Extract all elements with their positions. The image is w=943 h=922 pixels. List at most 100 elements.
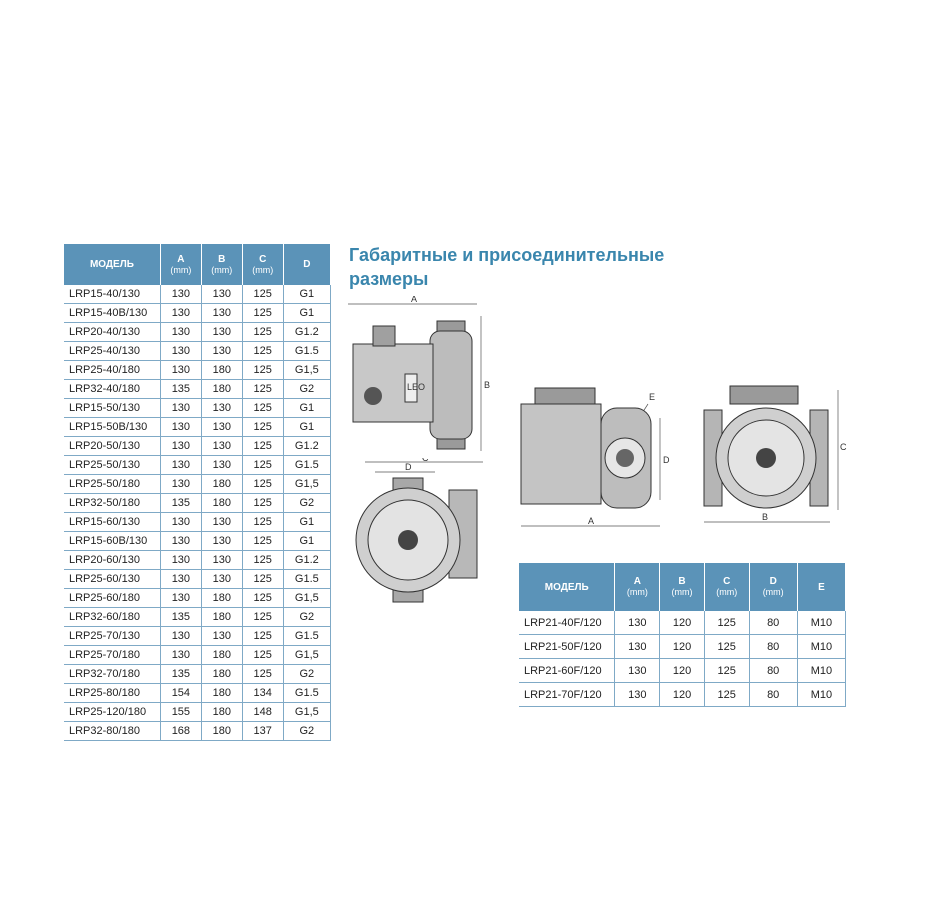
value-cell: 130 xyxy=(201,303,243,323)
value-cell: 130 xyxy=(201,322,243,342)
value-cell: G1.5 xyxy=(283,569,332,589)
value-cell: 180 xyxy=(201,379,243,399)
value-cell: 125 xyxy=(242,455,284,475)
column-header: D(mm) xyxy=(749,563,798,611)
column-header: МОДЕЛЬ xyxy=(519,563,616,611)
value-cell: G1.2 xyxy=(283,322,332,342)
value-cell: 130 xyxy=(160,512,202,532)
column-header-unit: (mm) xyxy=(762,587,784,597)
value-cell: 125 xyxy=(242,341,284,361)
value-cell: 120 xyxy=(659,658,705,683)
value-cell: G1 xyxy=(283,398,332,418)
value-cell: 120 xyxy=(659,634,705,659)
model-cell: LRP15-40/130 xyxy=(64,285,161,304)
value-cell: 135 xyxy=(160,607,202,627)
value-cell: 130 xyxy=(160,474,202,494)
value-cell: G1.5 xyxy=(283,341,332,361)
value-cell: G1 xyxy=(283,512,332,532)
value-cell: 125 xyxy=(704,634,750,659)
dimension-label-e: E xyxy=(649,392,655,402)
model-cell: LRP25-50/130 xyxy=(64,455,161,475)
model-cell: LRP25-80/180 xyxy=(64,683,161,703)
page-title: Габаритные и присоединительные размеры xyxy=(349,245,665,289)
value-cell: 125 xyxy=(242,360,284,380)
dimension-label-b: B xyxy=(484,380,490,390)
model-cell: LRP15-50B/130 xyxy=(64,417,161,437)
value-cell: 154 xyxy=(160,683,202,703)
value-cell: 130 xyxy=(201,398,243,418)
value-cell: 125 xyxy=(704,682,750,707)
value-cell: 130 xyxy=(201,550,243,570)
value-cell: 180 xyxy=(201,702,243,722)
nameplate-label: LEO xyxy=(407,382,425,392)
value-cell: 125 xyxy=(242,512,284,532)
value-cell: 130 xyxy=(160,360,202,380)
model-cell: LRP21-70F/120 xyxy=(519,682,616,707)
value-cell: 125 xyxy=(242,322,284,342)
value-cell: G2 xyxy=(283,607,332,627)
value-cell: G1.5 xyxy=(283,455,332,475)
value-cell: G1,5 xyxy=(283,702,332,722)
pump-side-view-drawing: A B LEO xyxy=(348,296,490,451)
model-cell: LRP15-60/130 xyxy=(64,512,161,532)
value-cell: 80 xyxy=(749,611,798,635)
value-cell: 125 xyxy=(242,379,284,399)
value-cell: G1.2 xyxy=(283,436,332,456)
dimension-label-d: D xyxy=(405,462,412,472)
value-cell: 130 xyxy=(160,436,202,456)
model-cell: LRP25-70/180 xyxy=(64,645,161,665)
column-header-label: D xyxy=(303,259,311,270)
dimension-label-d: D xyxy=(663,455,670,465)
column-header-label: МОДЕЛЬ xyxy=(544,581,589,593)
value-cell: M10 xyxy=(797,634,847,659)
value-cell: 130 xyxy=(201,512,243,532)
value-cell: 130 xyxy=(614,634,661,659)
model-cell: LRP15-50/130 xyxy=(64,398,161,418)
model-cell: LRP25-60/130 xyxy=(64,569,161,589)
dimension-label-c: C xyxy=(840,442,847,452)
column-header: D xyxy=(283,244,332,285)
model-cell: LRP32-60/180 xyxy=(64,607,161,627)
value-cell: 125 xyxy=(704,658,750,683)
value-cell: 125 xyxy=(242,285,284,304)
value-cell: G1,5 xyxy=(283,474,332,494)
value-cell: 125 xyxy=(704,611,750,635)
value-cell: 125 xyxy=(242,436,284,456)
flanged-pump-side-drawing: E D A xyxy=(520,387,670,527)
value-cell: 130 xyxy=(160,398,202,418)
column-header-label: B xyxy=(678,576,686,587)
value-cell: 130 xyxy=(201,417,243,437)
model-cell: LRP20-40/130 xyxy=(64,322,161,342)
model-cell: LRP21-40F/120 xyxy=(519,611,616,635)
value-cell: 180 xyxy=(201,721,243,741)
value-cell: G1,5 xyxy=(283,645,332,665)
value-cell: G2 xyxy=(283,664,332,684)
value-cell: 130 xyxy=(160,322,202,342)
value-cell: M10 xyxy=(797,658,847,683)
value-cell: 180 xyxy=(201,474,243,494)
model-cell: LRP21-50F/120 xyxy=(519,634,616,659)
column-header: A(mm) xyxy=(614,563,661,611)
value-cell: 180 xyxy=(201,493,243,513)
column-header-unit: (mm) xyxy=(211,264,233,275)
column-header-unit: (mm) xyxy=(170,264,192,275)
column-header: B(mm) xyxy=(659,563,705,611)
value-cell: 148 xyxy=(242,702,284,722)
value-cell: 80 xyxy=(749,682,798,707)
value-cell: 130 xyxy=(160,645,202,665)
